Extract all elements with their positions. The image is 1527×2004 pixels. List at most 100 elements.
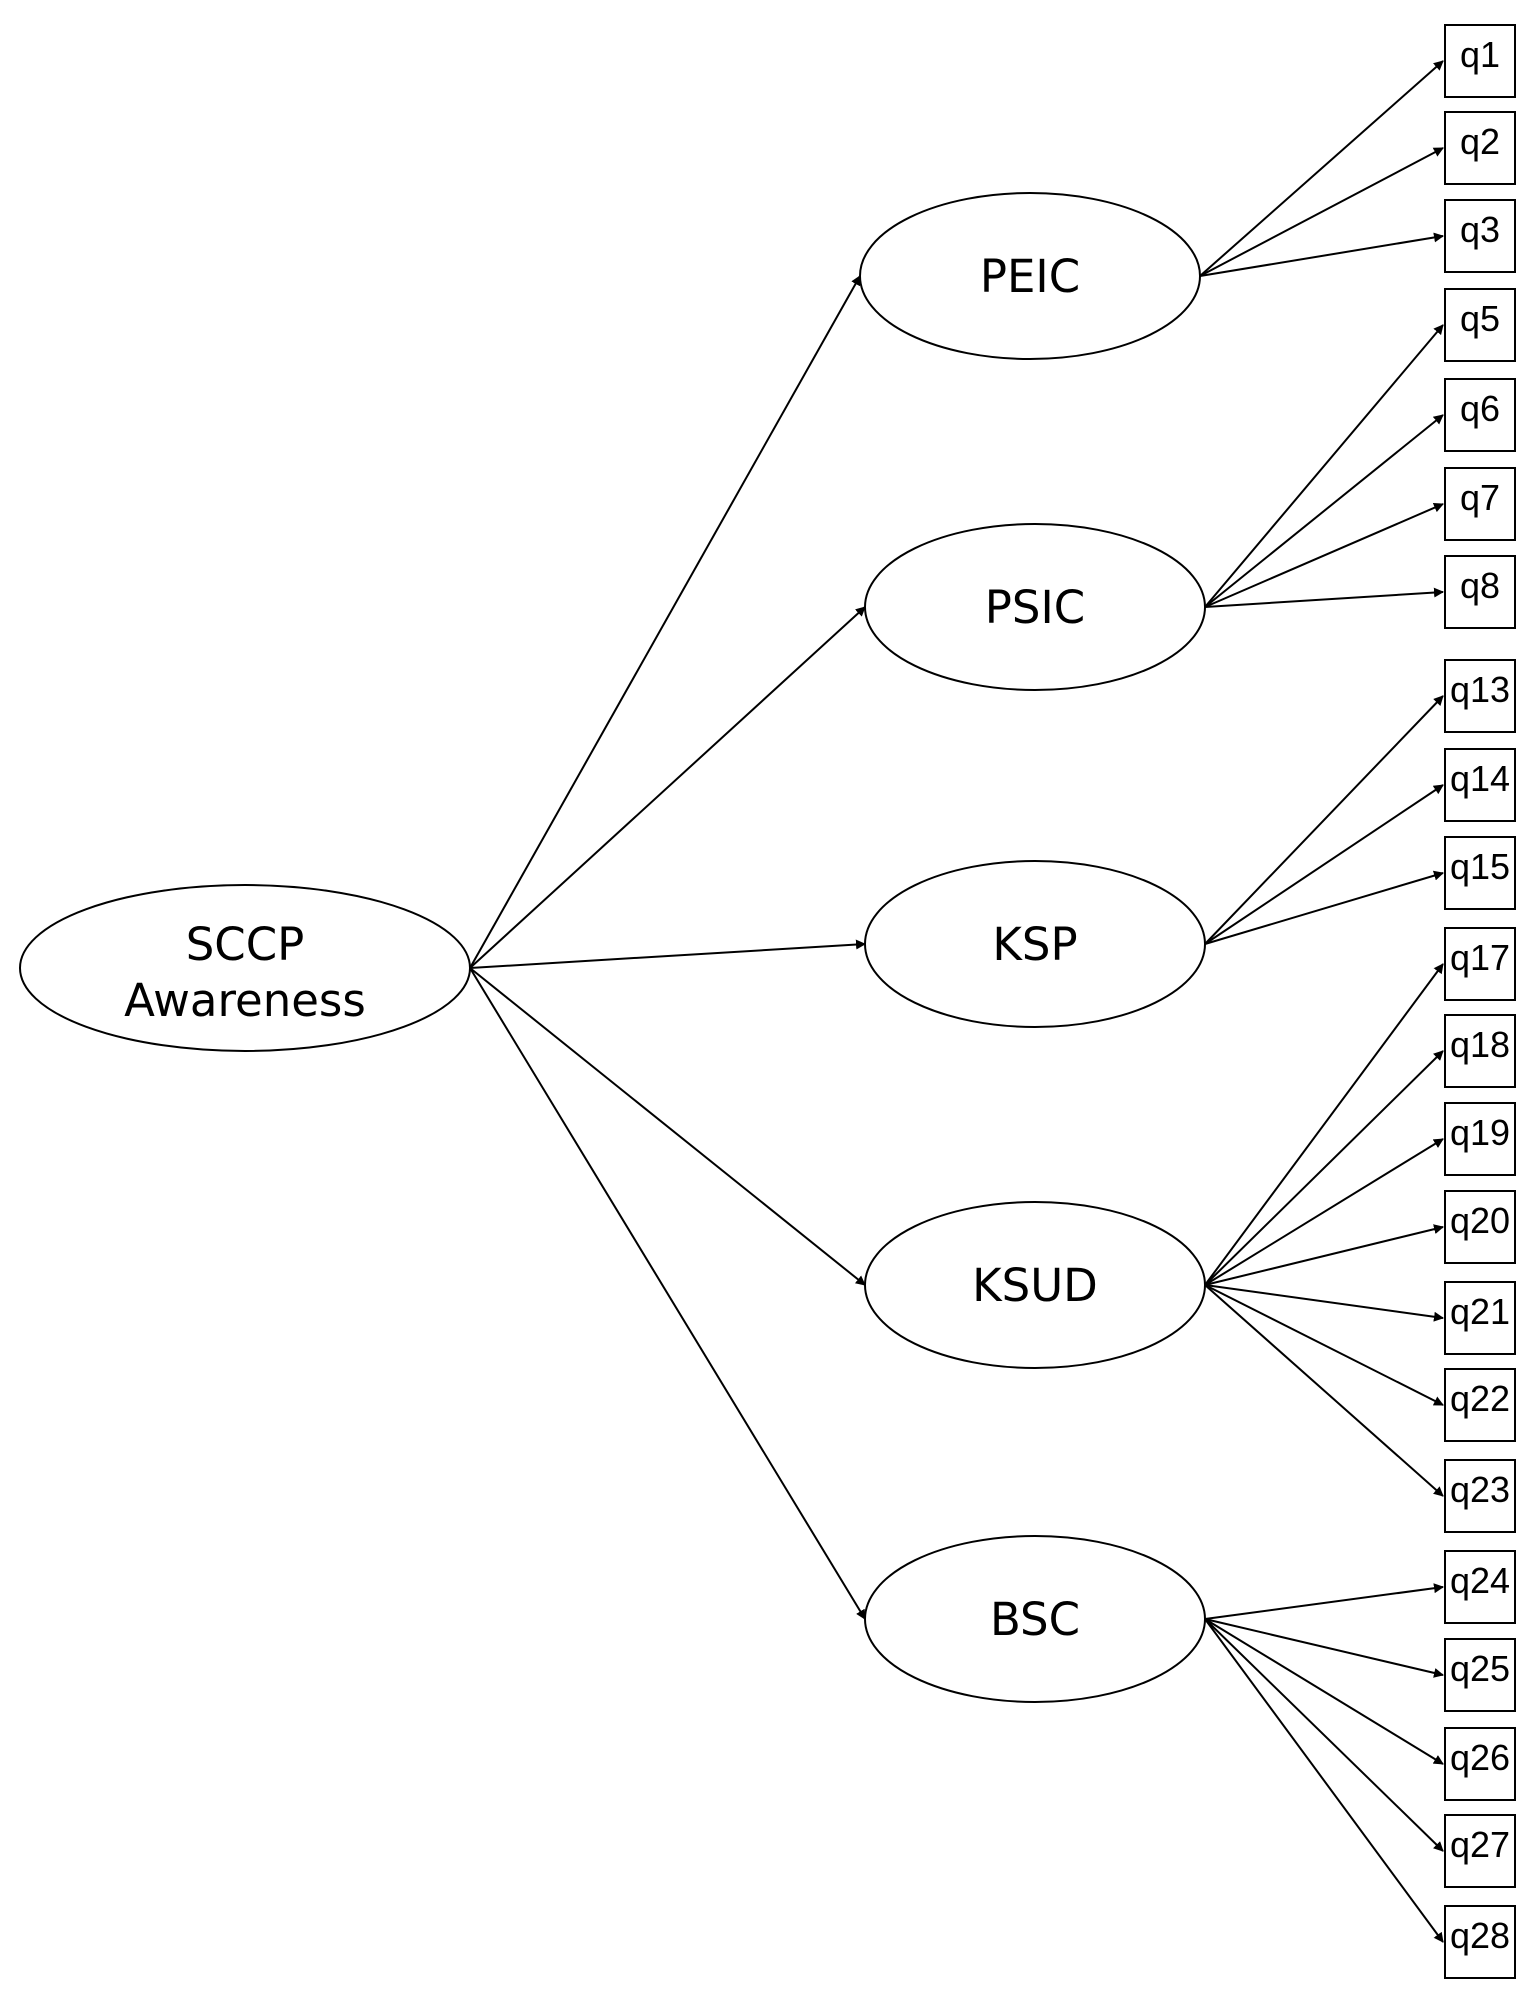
indicator-q5: q5 [1444,288,1516,362]
indicator-box-q6 [1444,378,1516,452]
edge-root-to-ksud [469,967,866,1286]
indicator-q3: q3 [1444,199,1516,273]
indicator-box-q7 [1444,467,1516,541]
latent-ellipse-peic [859,192,1201,360]
indicator-q27: q27 [1444,1814,1516,1888]
edge-bsc-to-q25 [1204,1618,1444,1678]
edge-ksud-to-q22 [1204,1284,1444,1406]
edge-bsc-to-q28 [1204,1618,1444,1943]
indicator-label-q14: q14 [1450,758,1510,799]
indicator-q19: q19 [1444,1102,1516,1176]
indicator-label-q17: q17 [1450,937,1510,978]
edge-ksud-to-q19 [1204,1138,1444,1286]
edge-bsc-to-q24 [1204,1583,1444,1620]
edge-root-to-bsc [469,967,866,1620]
root-label-line-2: Awareness [124,974,366,1027]
indicator-q24: q24 [1444,1550,1516,1624]
indicator-box-q2 [1444,111,1516,185]
indicator-box-q14 [1444,748,1516,822]
indicator-q8: q8 [1444,555,1516,629]
indicator-label-q22: q22 [1450,1378,1510,1419]
indicator-label-q13: q13 [1450,669,1510,710]
node-ksp: KSP [864,860,1206,1028]
indicator-q26: q26 [1444,1727,1516,1801]
indicator-box-q13 [1444,659,1516,733]
indicator-label-q3: q3 [1460,209,1500,250]
indicator-q15: q15 [1444,836,1516,910]
factors-layer: PEIC PSIC KSP KSUD BSC [859,192,1206,1703]
factor-label-ksud: KSUD [972,1259,1098,1312]
edge-psic-to-q8 [1204,587,1444,608]
indicator-label-q26: q26 [1450,1737,1510,1778]
indicator-box-q23 [1444,1459,1516,1533]
indicator-q7: q7 [1444,467,1516,541]
node-psic: PSIC [864,523,1206,691]
edge-bsc-to-q26 [1204,1618,1444,1765]
indicator-box-q24 [1444,1550,1516,1624]
latent-ellipse-psic [864,523,1206,691]
indicator-box-q15 [1444,836,1516,910]
factor-label-bsc: BSC [990,1593,1080,1646]
latent-ellipse-ksp [864,860,1206,1028]
indicator-box-q1 [1444,24,1516,98]
indicators-layer: q1 q2 q3 q5 q6 q7 q8 q13 q14 q15 q17 q18 q19 q20 q21 q2… [1444,24,1516,1979]
indicator-label-q20: q20 [1450,1200,1510,1241]
indicator-label-q6: q6 [1460,388,1500,429]
root-label-line-1: SCCP [186,918,305,971]
node-peic: PEIC [859,192,1201,360]
factor-label-psic: PSIC [985,581,1085,634]
latent-ellipse-bsc [864,1535,1206,1703]
indicator-box-q21 [1444,1281,1516,1355]
edge-root-to-psic [469,606,866,969]
edge-ksud-to-q20 [1204,1224,1444,1286]
indicator-box-q28 [1444,1905,1516,1979]
latent-ellipse-ksud [864,1201,1206,1369]
edge-ksud-to-q23 [1204,1284,1444,1497]
node-sccp-awareness: SCCP Awareness [19,884,471,1052]
indicator-label-q25: q25 [1450,1648,1510,1689]
edge-ksp-to-q14 [1204,784,1444,945]
node-ksud: KSUD [864,1201,1206,1369]
indicator-q18: q18 [1444,1014,1516,1088]
edge-psic-to-q7 [1204,502,1444,608]
indicator-box-q27 [1444,1814,1516,1888]
indicator-box-q3 [1444,199,1516,273]
indicator-label-q2: q2 [1460,121,1500,162]
indicator-q21: q21 [1444,1281,1516,1355]
indicator-q28: q28 [1444,1905,1516,1979]
edge-ksp-to-q15 [1204,870,1444,945]
edge-peic-to-q1 [1199,60,1444,277]
edge-psic-to-q5 [1204,324,1444,608]
indicator-label-q7: q7 [1460,477,1500,518]
edge-root-to-ksp [469,939,866,969]
indicator-label-q8: q8 [1460,565,1500,606]
indicator-box-q20 [1444,1190,1516,1264]
indicator-label-q28: q28 [1450,1915,1510,1956]
indicator-label-q19: q19 [1450,1112,1510,1153]
indicator-label-q18: q18 [1450,1024,1510,1065]
indicator-box-q8 [1444,555,1516,629]
indicator-label-q1: q1 [1460,34,1500,75]
indicator-box-q25 [1444,1638,1516,1712]
indicator-q1: q1 [1444,24,1516,98]
indicator-box-q19 [1444,1102,1516,1176]
edges-layer [469,60,1444,1943]
edge-bsc-to-q27 [1204,1618,1444,1852]
indicator-box-q17 [1444,927,1516,1001]
indicator-box-q18 [1444,1014,1516,1088]
indicator-box-q26 [1444,1727,1516,1801]
latent-ellipse-sccp-awareness [19,884,471,1052]
indicator-q22: q22 [1444,1368,1516,1442]
indicator-box-q22 [1444,1368,1516,1442]
edge-ksud-to-q17 [1204,963,1444,1286]
indicator-label-q27: q27 [1450,1824,1510,1865]
edge-peic-to-q3 [1199,232,1444,277]
indicator-q2: q2 [1444,111,1516,185]
node-bsc: BSC [864,1535,1206,1703]
factor-label-peic: PEIC [980,250,1080,303]
indicator-label-q5: q5 [1460,298,1500,339]
indicator-q13: q13 [1444,659,1516,733]
indicator-box-q5 [1444,288,1516,362]
indicator-q14: q14 [1444,748,1516,822]
